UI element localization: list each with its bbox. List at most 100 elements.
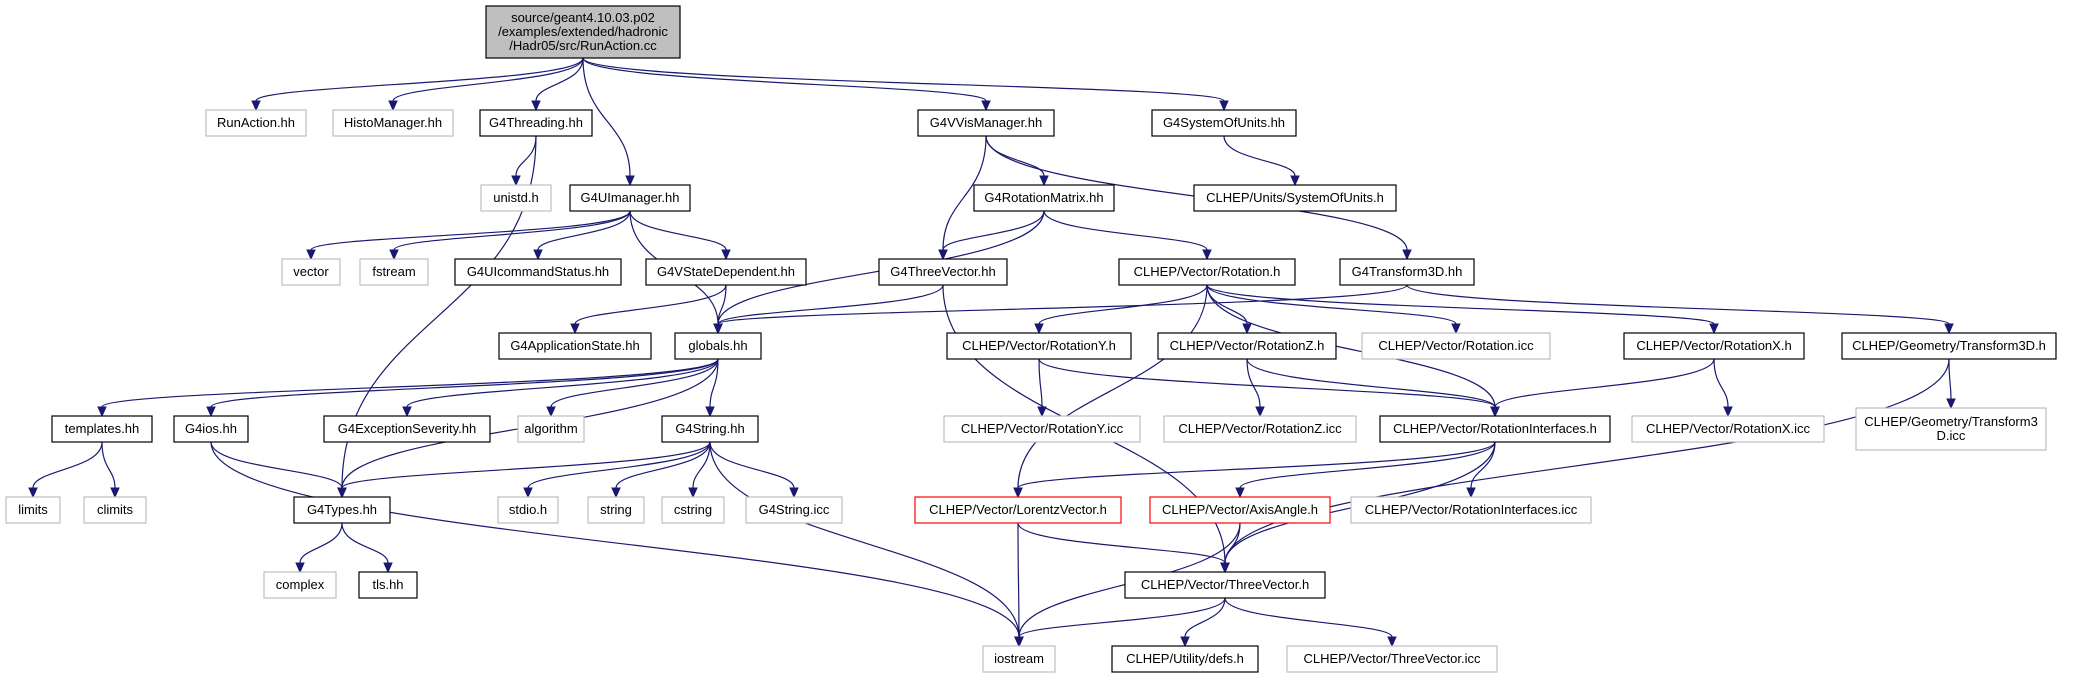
node-box: [281, 258, 341, 286]
node-box: [485, 5, 681, 59]
node-g4applicationstate_hh[interactable]: G4ApplicationState.hh: [498, 332, 652, 360]
node-clhep_vector_rotationinterfaces_h[interactable]: CLHEP/Vector/RotationInterfaces.h: [1379, 415, 1611, 443]
node-g4types_hh[interactable]: G4Types.hh: [293, 496, 391, 524]
node-clhep_vector_axisangle_h[interactable]: CLHEP/Vector/AxisAngle.h: [1149, 496, 1331, 524]
node-box: [359, 258, 429, 286]
node-label: CLHEP/Vector/ThreeVector.icc: [1303, 651, 1481, 666]
node-box: [1157, 332, 1337, 360]
arrowhead-icon: [1290, 175, 1300, 187]
arrowhead-icon: [1723, 406, 1733, 418]
arrowhead-icon: [705, 406, 715, 418]
node-label: HistoManager.hh: [344, 115, 442, 130]
node-label: CLHEP/Vector/RotationY.icc: [961, 421, 1124, 436]
node-clhep_utility_defs_h[interactable]: CLHEP/Utility/defs.h: [1111, 645, 1259, 673]
node-label: CLHEP/Vector/AxisAngle.h: [1162, 502, 1318, 517]
node-box: [1149, 496, 1331, 524]
node-clhep_vector_rotation_h[interactable]: CLHEP/Vector/Rotation.h: [1118, 258, 1296, 286]
node-box: [1193, 184, 1397, 212]
node-g4vstatedependent_hh[interactable]: G4VStateDependent.hh: [645, 258, 807, 286]
node-box: [517, 415, 585, 443]
node-templates_hh[interactable]: templates.hh: [51, 415, 153, 443]
node-label: vector: [293, 264, 329, 279]
node-label: G4ios.hh: [185, 421, 237, 436]
node-histomanager_hh: HistoManager.hh: [332, 109, 454, 137]
node-box: [173, 415, 249, 443]
arrowhead-icon: [389, 249, 399, 261]
node-box: [83, 496, 147, 524]
arrowhead-icon: [611, 487, 621, 499]
node-label: CLHEP/Vector/RotationZ.h: [1170, 338, 1325, 353]
edge-root-to-g4vvismanager_hh: [582, 57, 991, 112]
node-clhep_vector_rotationy_icc: CLHEP/Vector/RotationY.icc: [943, 415, 1141, 443]
node-g4uicommandstatus_hh[interactable]: G4UIcommandStatus.hh: [454, 258, 622, 286]
node-label: CLHEP/Utility/defs.h: [1126, 651, 1244, 666]
node-label: fstream: [372, 264, 415, 279]
node-globals_hh[interactable]: globals.hh: [674, 332, 762, 360]
edge-templates_hh-to-climits: [101, 441, 120, 499]
arrowhead-icon: [306, 249, 316, 261]
arrowhead-icon: [1037, 406, 1047, 418]
node-clhep_vector_rotationy_h[interactable]: CLHEP/Vector/RotationY.h: [946, 332, 1132, 360]
node-box: [1631, 415, 1825, 443]
node-climits: climits: [83, 496, 147, 524]
node-tls_hh[interactable]: tls.hh: [358, 571, 418, 599]
node-clhep_vector_rotationinterfaces_icc: CLHEP/Vector/RotationInterfaces.icc: [1350, 496, 1592, 524]
edge-clhep_geometry_transform3d_h-to-clhep_geometry_transform3d_icc: [1946, 358, 1956, 410]
node-g4vvismanager_hh[interactable]: G4VVisManager.hh: [917, 109, 1055, 137]
node-label: stdio.h: [509, 502, 547, 517]
node-clhep_vector_threevector_h[interactable]: CLHEP/Vector/ThreeVector.h: [1124, 571, 1326, 599]
node-label: iostream: [994, 651, 1044, 666]
node-clhep_vector_rotationz_h[interactable]: CLHEP/Vector/RotationZ.h: [1157, 332, 1337, 360]
node-box: [661, 415, 759, 443]
node-clhep_vector_rotationx_h[interactable]: CLHEP/Vector/RotationX.h: [1623, 332, 1805, 360]
node-g4ios_hh[interactable]: G4ios.hh: [173, 415, 249, 443]
node-label: limits: [18, 502, 48, 517]
node-box: [358, 571, 418, 599]
arrowhead-icon: [388, 100, 398, 112]
node-g4rotationmatrix_hh[interactable]: G4RotationMatrix.hh: [973, 184, 1115, 212]
edge-root-to-histomanager_hh: [388, 57, 584, 112]
arrowhead-icon: [938, 249, 948, 261]
node-g4string_hh[interactable]: G4String.hh: [661, 415, 759, 443]
node-label: CLHEP/Vector/LorentzVector.h: [929, 502, 1107, 517]
node-clhep_units_systemofunits_h[interactable]: CLHEP/Units/SystemOfUnits.h: [1193, 184, 1397, 212]
arrowhead-icon: [1202, 249, 1212, 261]
node-g4transform3d_hh[interactable]: G4Transform3D.hh: [1339, 258, 1475, 286]
arrowhead-icon: [337, 487, 347, 499]
node-g4threevector_hh[interactable]: G4ThreeVector.hh: [878, 258, 1008, 286]
arrowhead-icon: [1255, 406, 1265, 418]
node-clhep_vector_lorentzvector_h[interactable]: CLHEP/Vector/LorentzVector.h: [914, 496, 1122, 524]
edge-g4string_hh-to-g4string_icc: [709, 441, 799, 499]
node-g4threading_hh[interactable]: G4Threading.hh: [479, 109, 593, 137]
node-root[interactable]: source/geant4.10.03.p02/examples/extende…: [485, 5, 681, 59]
node-unistd_h: unistd.h: [480, 184, 552, 212]
node-label: G4Transform3D.hh: [1352, 264, 1463, 279]
edge-g4string_hh-to-string: [611, 441, 711, 499]
edge-g4string_hh-to-stdio_h: [523, 441, 711, 499]
node-g4uimanager_hh[interactable]: G4UImanager.hh: [569, 184, 691, 212]
node-clhep_vector_rotationz_icc: CLHEP/Vector/RotationZ.icc: [1163, 415, 1357, 443]
node-clhep_geometry_transform3d_h[interactable]: CLHEP/Geometry/Transform3D.h: [1841, 332, 2057, 360]
edge-g4uimanager_hh-to-g4uicommandstatus_hh: [533, 210, 631, 261]
edge-globals_hh-to-templates_hh: [97, 358, 719, 418]
node-box: [1350, 496, 1592, 524]
node-box: [569, 184, 691, 212]
edge-g4string_hh-to-iostream: [709, 441, 1024, 648]
node-box: [973, 184, 1115, 212]
arrowhead-icon: [383, 562, 393, 574]
edge-globals_hh-to-g4ios_hh: [206, 358, 719, 418]
node-g4exceptionseverity_hh[interactable]: G4ExceptionSeverity.hh: [323, 415, 491, 443]
node-complex: complex: [263, 571, 337, 599]
node-fstream: fstream: [359, 258, 429, 286]
node-label: string: [600, 502, 632, 517]
arrowhead-icon: [713, 323, 723, 335]
node-label: G4ExceptionSeverity.hh: [338, 421, 477, 436]
node-label: /Hadr05/src/RunAction.cc: [509, 38, 657, 53]
edge-clhep_vector_rotationinterfaces_h-to-clhep_vector_lorentzvector_h: [1013, 441, 1496, 499]
arrowhead-icon: [1946, 398, 1956, 410]
edge-clhep_vector_rotationinterfaces_h-to-clhep_vector_rotationinterfaces_icc: [1466, 441, 1496, 499]
node-g4systemofunits_hh[interactable]: G4SystemOfUnits.hh: [1151, 109, 1297, 137]
node-label: CLHEP/Vector/RotationInterfaces.h: [1393, 421, 1597, 436]
node-algorithm: algorithm: [517, 415, 585, 443]
